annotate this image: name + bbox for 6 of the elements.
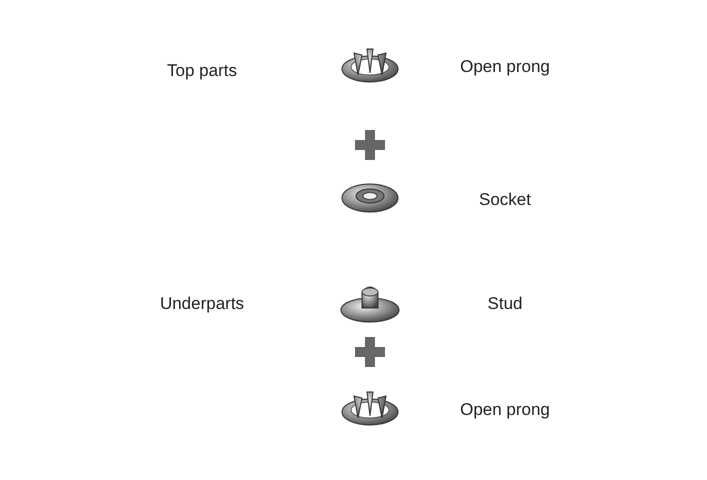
part-label: Stud (488, 294, 522, 314)
part-label: Open prong (460, 400, 550, 420)
part-label: Open prong (460, 57, 550, 77)
part-label: Top parts (167, 61, 237, 81)
part-label: Underparts (160, 294, 244, 314)
part-label: Socket (479, 190, 531, 210)
